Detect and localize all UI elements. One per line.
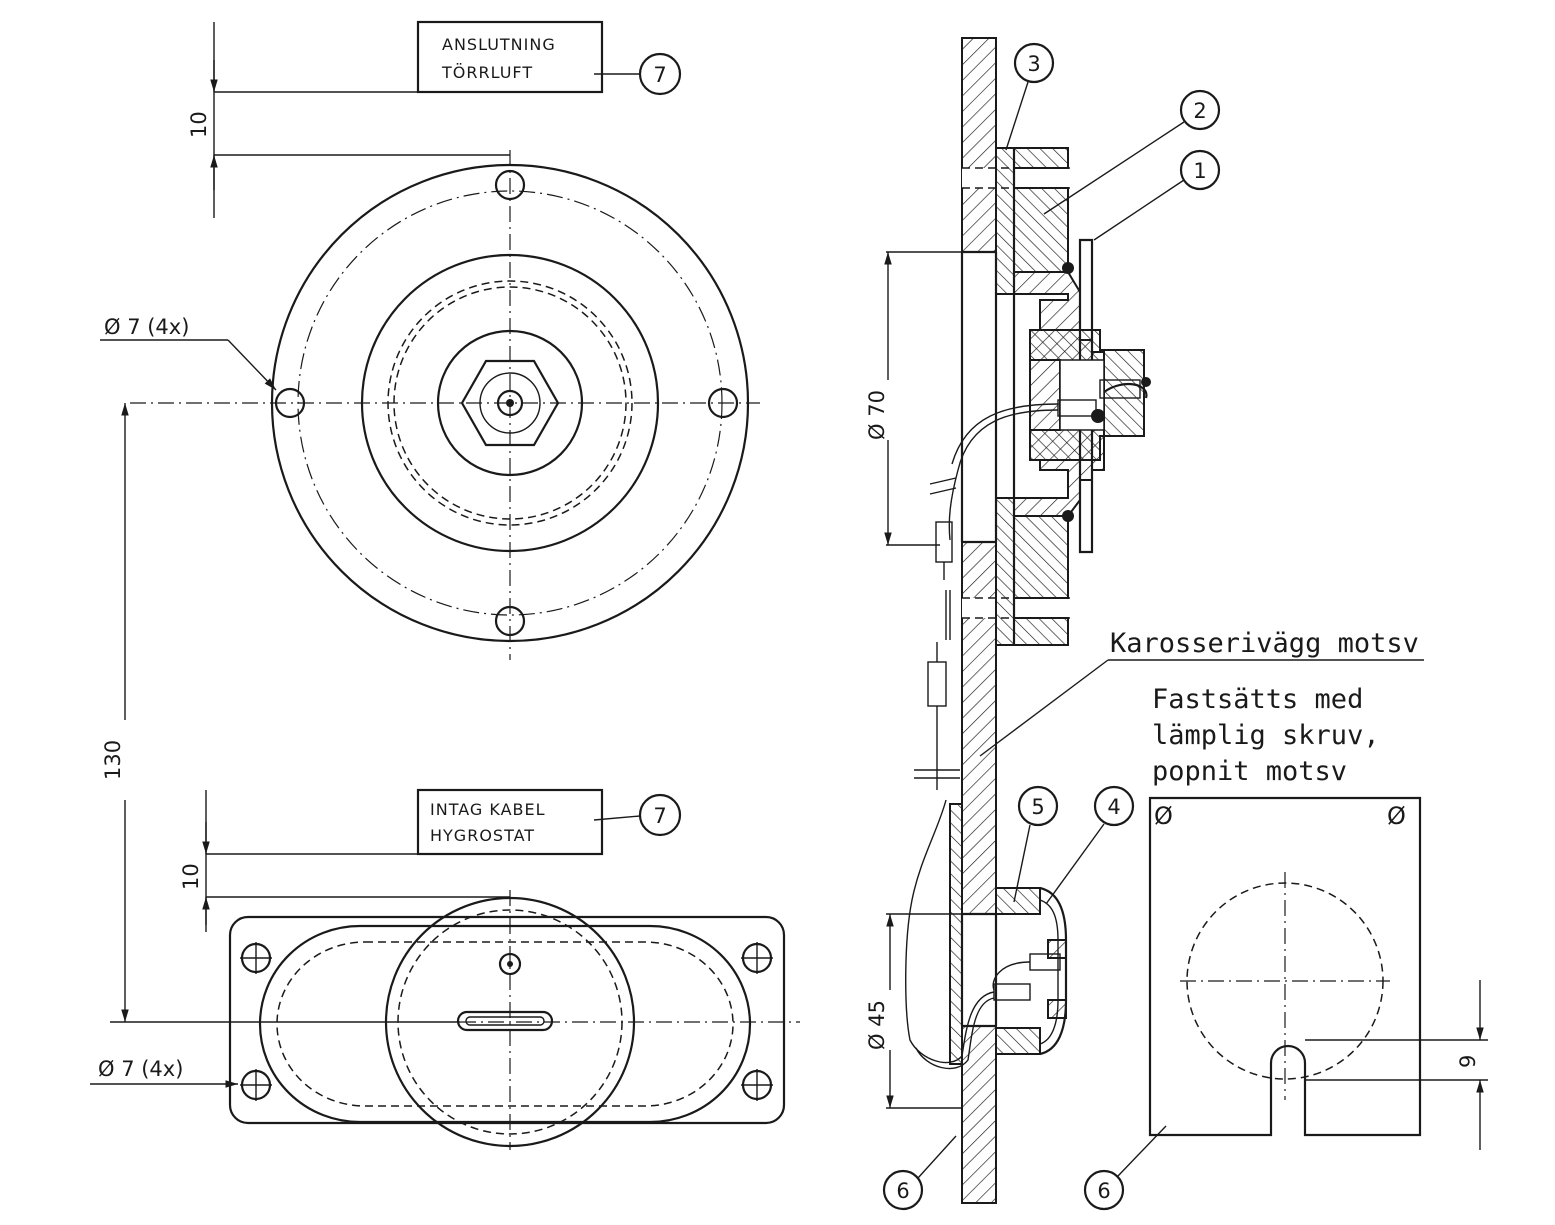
ref-bubble-6-plate-label: 6 [1097, 1179, 1110, 1203]
plate-hole-mark-right: Ø [1387, 802, 1406, 830]
section-view: Ø 70 Ø 45 3 2 1 [865, 37, 1424, 1211]
hole-label-top: Ø 7 (4x) [104, 315, 189, 339]
flange-lower [995, 497, 1069, 646]
ref-bubble-1 [1179, 149, 1221, 191]
dim-dia-45: Ø 45 [865, 1000, 889, 1050]
ref-bubble-4-label: 4 [1107, 795, 1120, 819]
callout-box-hygrostat [416, 788, 604, 856]
callout-box-line2: TÖRRLUFT [441, 63, 533, 82]
oval-body [258, 924, 752, 1124]
dim-9: 9 [1456, 1055, 1480, 1068]
ref-bubble-7-bottom [638, 793, 682, 837]
lower-cap [1039, 886, 1068, 1056]
dim-dia-70: Ø 70 [865, 390, 889, 440]
callout-box-line1: ANSLUTNING [442, 35, 556, 54]
dim-10-top: 10 [187, 111, 211, 138]
mount-note-line1: Fastsätts med [1152, 684, 1363, 715]
ref-bubble-6-section-label: 6 [896, 1179, 909, 1203]
mounting-plate [1148, 796, 1422, 1137]
callout-box2-line2: HYGROSTAT [430, 826, 535, 845]
ref-bubble-5 [1017, 785, 1059, 827]
dim-10-bottom: 10 [179, 863, 203, 890]
plate-view: Fastsätts med lämplig skruv, popnit mots… [1083, 684, 1488, 1211]
plate-hole-mark-left: Ø [1154, 802, 1173, 830]
bottom-view: INTAG KABEL HYGROSTAT 7 10 [90, 788, 800, 1150]
lower-flange-top [995, 887, 1041, 915]
mount-note-line2: lämplig skruv, [1152, 720, 1380, 751]
callout-box-torrluft [416, 20, 604, 94]
ref-bubble-7-top [638, 52, 682, 96]
base-plate [228, 915, 786, 1125]
lower-flange-bottom [995, 1027, 1041, 1055]
ref-bubble-7-bottom-label: 7 [653, 804, 666, 828]
mount-note-line3: popnit motsv [1152, 756, 1347, 787]
cable-slot [456, 1010, 554, 1032]
ref-bubble-6-plate [1083, 1169, 1125, 1211]
ref-bubble-6-section [882, 1169, 924, 1211]
ref-bubble-3 [1013, 42, 1055, 84]
dim-130: 130 [101, 403, 460, 1023]
ref-bubble-3-label: 3 [1027, 52, 1040, 76]
ref-bubble-4 [1093, 785, 1135, 827]
ref-bubble-2 [1179, 89, 1221, 131]
ref-bubble-2-label: 2 [1193, 99, 1206, 123]
ref-bubble-5-label: 5 [1031, 795, 1044, 819]
dim-130-label: 130 [101, 740, 125, 780]
bolt-hole-right [707, 387, 739, 419]
callout-box2-line1: INTAG KABEL [430, 800, 546, 819]
wall-label: Karosserivägg motsv [1110, 628, 1419, 659]
hole-label-bottom: Ø 7 (4x) [98, 1057, 183, 1081]
ref-bubble-7-top-label: 7 [653, 63, 666, 87]
top-view: ANSLUTNING TÖRRLUFT 7 10 Ø 7 (4x) [100, 20, 760, 660]
ref-bubble-1-label: 1 [1193, 159, 1206, 183]
